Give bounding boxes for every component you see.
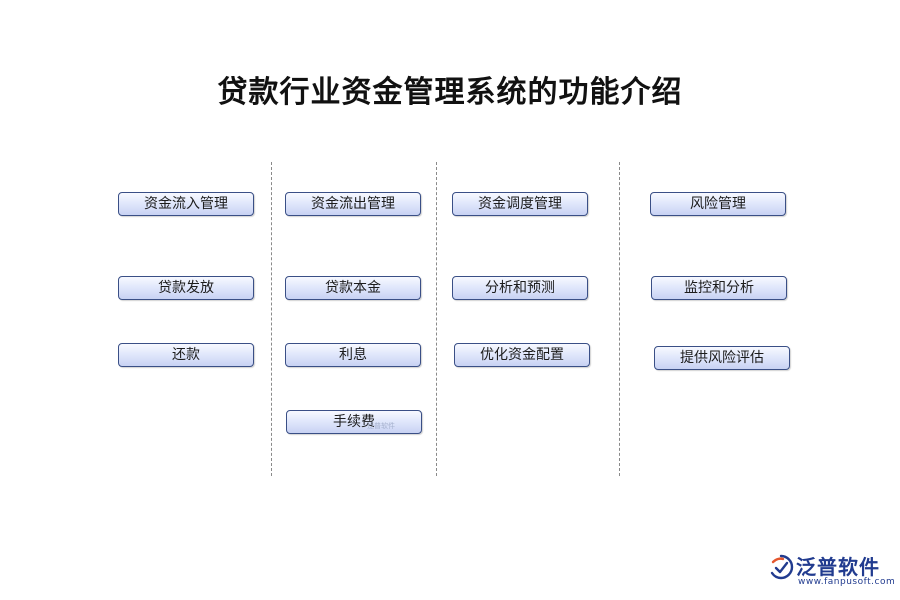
brand-url: www.fanpusoft.com <box>798 577 896 587</box>
node-interest: 利息 <box>285 343 421 367</box>
column-divider-3 <box>619 162 620 476</box>
node-service-fee: 手续费 <box>286 410 422 434</box>
page-title: 贷款行业资金管理系统的功能介绍 <box>217 75 683 110</box>
node-analysis-and-forecast: 分析和预测 <box>452 276 588 300</box>
node-capital-inflow-management: 资金流入管理 <box>118 192 254 216</box>
node-monitoring-and-analysis: 监控和分析 <box>651 276 787 300</box>
node-capital-dispatch-management: 资金调度管理 <box>452 192 588 216</box>
column-divider-1 <box>271 162 272 476</box>
node-repayment: 还款 <box>118 343 254 367</box>
brand-name: 泛普软件 <box>796 555 880 579</box>
node-provide-risk-assessment: 提供风险评估 <box>654 346 790 370</box>
column-divider-2 <box>436 162 437 476</box>
node-risk-management: 风险管理 <box>650 192 786 216</box>
brand-block: 泛普软件 www.fanpusoft.com <box>768 550 896 596</box>
watermark-small-text: 泛普软件 <box>367 422 395 430</box>
node-loan-disbursement: 贷款发放 <box>118 276 254 300</box>
fanpu-logo-icon <box>770 554 794 580</box>
node-capital-outflow-management: 资金流出管理 <box>285 192 421 216</box>
node-optimize-capital-allocation: 优化资金配置 <box>454 343 590 367</box>
node-loan-principal: 贷款本金 <box>285 276 421 300</box>
